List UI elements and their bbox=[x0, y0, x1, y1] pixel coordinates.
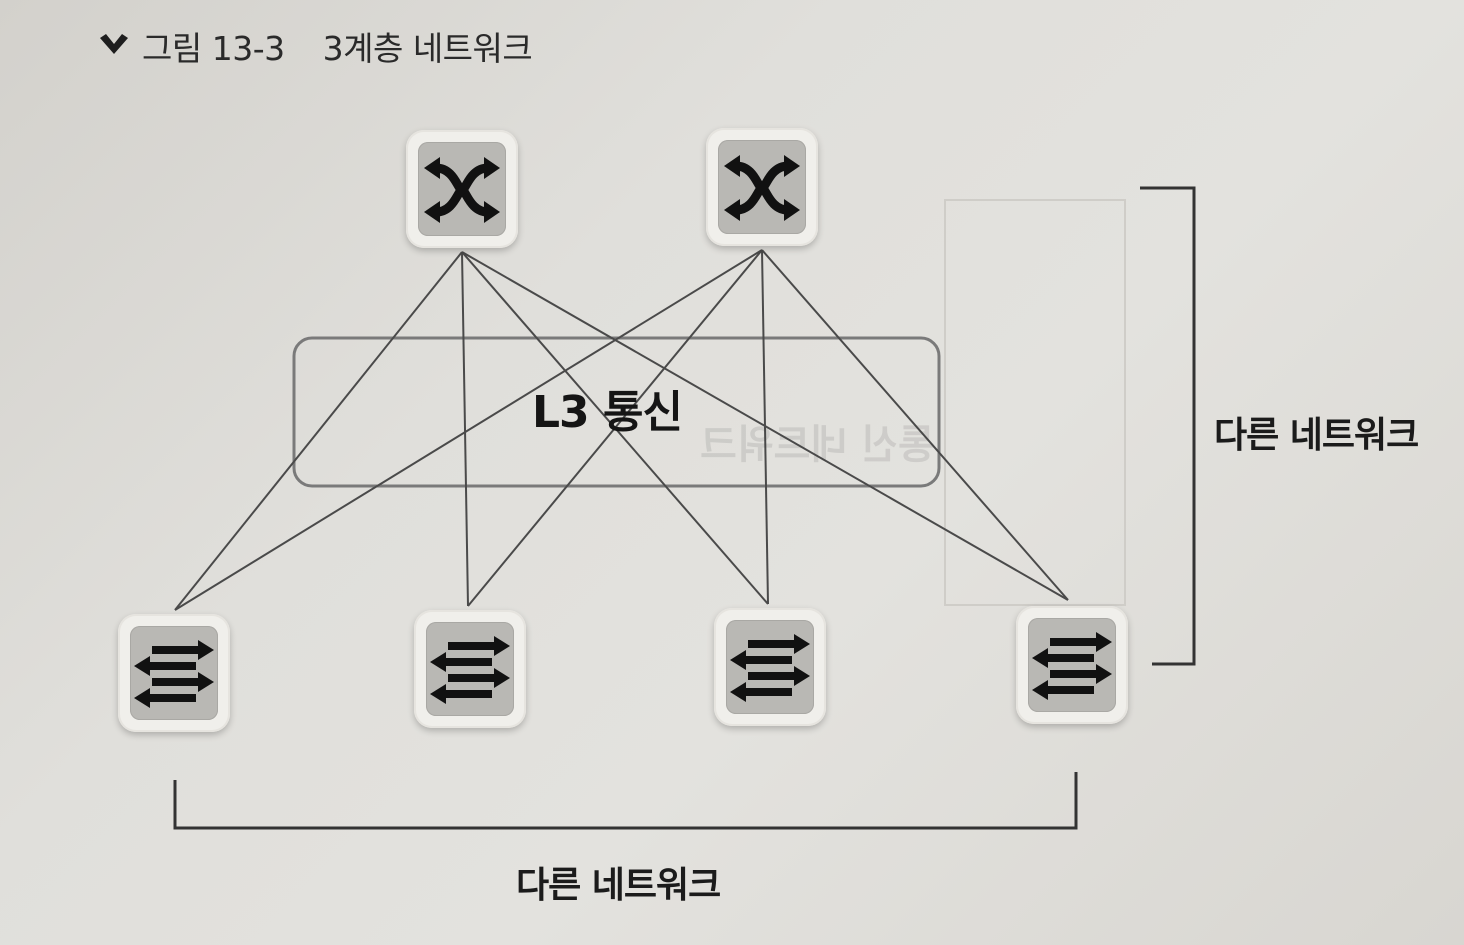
access-switch-4 bbox=[1016, 606, 1128, 724]
l3-switch-icon bbox=[424, 157, 500, 223]
l2-switch-icon bbox=[730, 634, 810, 702]
right-bracket-label: 다른 네트워크 bbox=[1214, 415, 1419, 456]
link-core2-access3 bbox=[761, 249, 769, 605]
l2-switch-icon bbox=[1032, 632, 1112, 700]
link-core1-access1 bbox=[174, 251, 463, 611]
bottom-bracket bbox=[173, 772, 1078, 830]
l3-communication-box bbox=[292, 336, 941, 488]
background-panel bbox=[944, 199, 1126, 606]
access-switch-2 bbox=[414, 610, 526, 728]
l2-switch-icon bbox=[430, 636, 510, 704]
l3-switch-icon bbox=[724, 155, 800, 221]
l2-switch-icon bbox=[134, 640, 214, 708]
bottom-bracket-label: 다른 네트워크 bbox=[516, 865, 721, 906]
link-core2-access1 bbox=[174, 249, 763, 611]
link-core2-access4 bbox=[761, 249, 1069, 601]
right-bracket bbox=[1140, 186, 1196, 666]
access-switch-3 bbox=[714, 608, 826, 726]
figure-caption: 그림 13-3 3계층 네트워크 bbox=[96, 24, 533, 68]
l3-communication-label: L3 통신 bbox=[532, 387, 683, 438]
access-switch-1 bbox=[118, 614, 230, 732]
figure-title: 3계층 네트워크 bbox=[322, 29, 533, 68]
chevron-down-icon bbox=[100, 34, 128, 54]
figure-number: 그림 13-3 bbox=[142, 29, 285, 68]
link-core1-access2 bbox=[461, 251, 469, 607]
show-through-text: 통신 네트워크 bbox=[700, 422, 935, 468]
core-switch-2 bbox=[706, 128, 818, 246]
core-switch-1 bbox=[406, 130, 518, 248]
link-core2-access2 bbox=[467, 249, 763, 607]
